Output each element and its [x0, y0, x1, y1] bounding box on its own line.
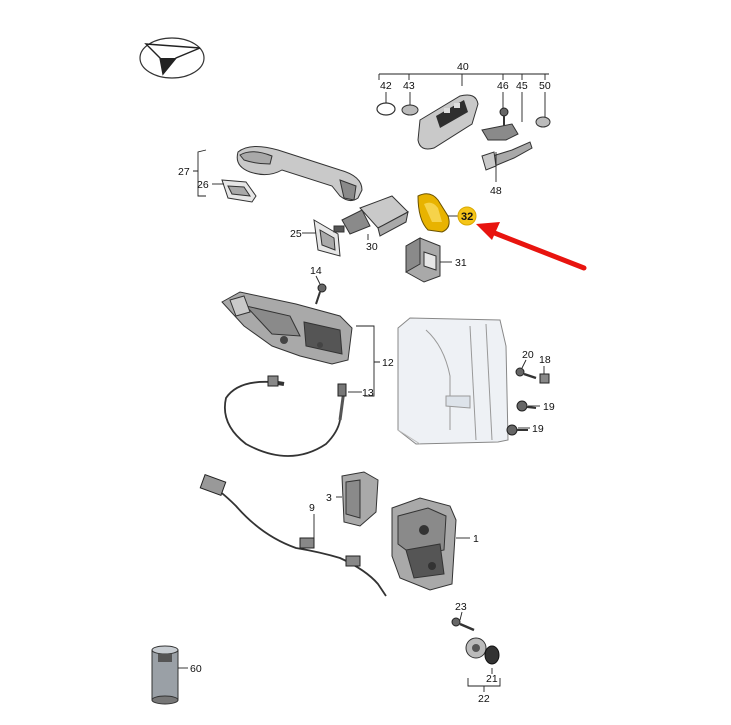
label-18: 18 — [539, 354, 551, 366]
label-19-lower: 19 — [532, 423, 544, 435]
nut-18 — [539, 373, 550, 384]
bowden-cable-9 — [199, 474, 387, 597]
label-50: 50 — [539, 80, 551, 92]
leader-lines — [178, 73, 549, 692]
o-ring — [376, 102, 396, 116]
label-9: 9 — [309, 502, 315, 514]
door-lock-unit — [391, 497, 457, 591]
label-31: 31 — [455, 257, 467, 269]
seal-21 — [484, 645, 500, 665]
bolt-19-upper — [516, 400, 537, 412]
lock-cylinder — [333, 195, 409, 237]
label-22: 22 — [478, 693, 490, 705]
orientation-logo — [139, 37, 205, 79]
door-handle — [236, 146, 363, 202]
highlight-badge — [457, 206, 477, 226]
striker-plate — [465, 637, 487, 659]
label-48: 48 — [490, 185, 502, 197]
cylinder-gasket — [313, 219, 341, 257]
battery-cell — [401, 104, 419, 116]
label-12: 12 — [382, 357, 394, 369]
bolt-19-lower — [506, 424, 528, 436]
label-21: 21 — [486, 673, 498, 685]
label-3: 3 — [326, 492, 332, 504]
end-cap — [535, 116, 551, 128]
label-23: 23 — [455, 601, 467, 613]
label-1: 1 — [473, 533, 479, 545]
remote-key — [417, 94, 479, 150]
label-32: 32 — [461, 211, 473, 223]
grease-can — [151, 645, 179, 705]
door-panel-section — [397, 317, 509, 445]
label-25: 25 — [290, 228, 302, 240]
label-60: 60 — [190, 663, 202, 675]
trim-cover — [405, 237, 441, 283]
key-housing — [481, 123, 519, 141]
handle-gasket — [221, 179, 257, 203]
label-43: 43 — [403, 80, 415, 92]
label-45: 45 — [516, 80, 528, 92]
screw-14 — [315, 283, 327, 305]
handle-bracket-carrier — [221, 291, 353, 365]
bolt-23 — [451, 617, 475, 632]
callout-labels: 40 42 43 46 45 50 27 26 48 25 32 30 31 1… — [178, 61, 555, 705]
label-27: 27 — [178, 166, 190, 178]
bowden-cable-13 — [224, 375, 347, 457]
label-14: 14 — [310, 265, 322, 277]
emergency-key-blade — [481, 141, 533, 171]
label-40: 40 — [457, 61, 469, 73]
bracket-3 — [341, 471, 379, 527]
bolt-20 — [515, 367, 537, 380]
label-26: 26 — [197, 179, 209, 191]
label-42: 42 — [380, 80, 392, 92]
label-20: 20 — [522, 349, 534, 361]
red-pointer-arrow — [476, 222, 587, 271]
label-30: 30 — [366, 241, 378, 253]
label-13: 13 — [362, 387, 374, 399]
cover-cap-highlighted — [417, 193, 450, 233]
label-46: 46 — [497, 80, 509, 92]
label-19-upper: 19 — [543, 401, 555, 413]
